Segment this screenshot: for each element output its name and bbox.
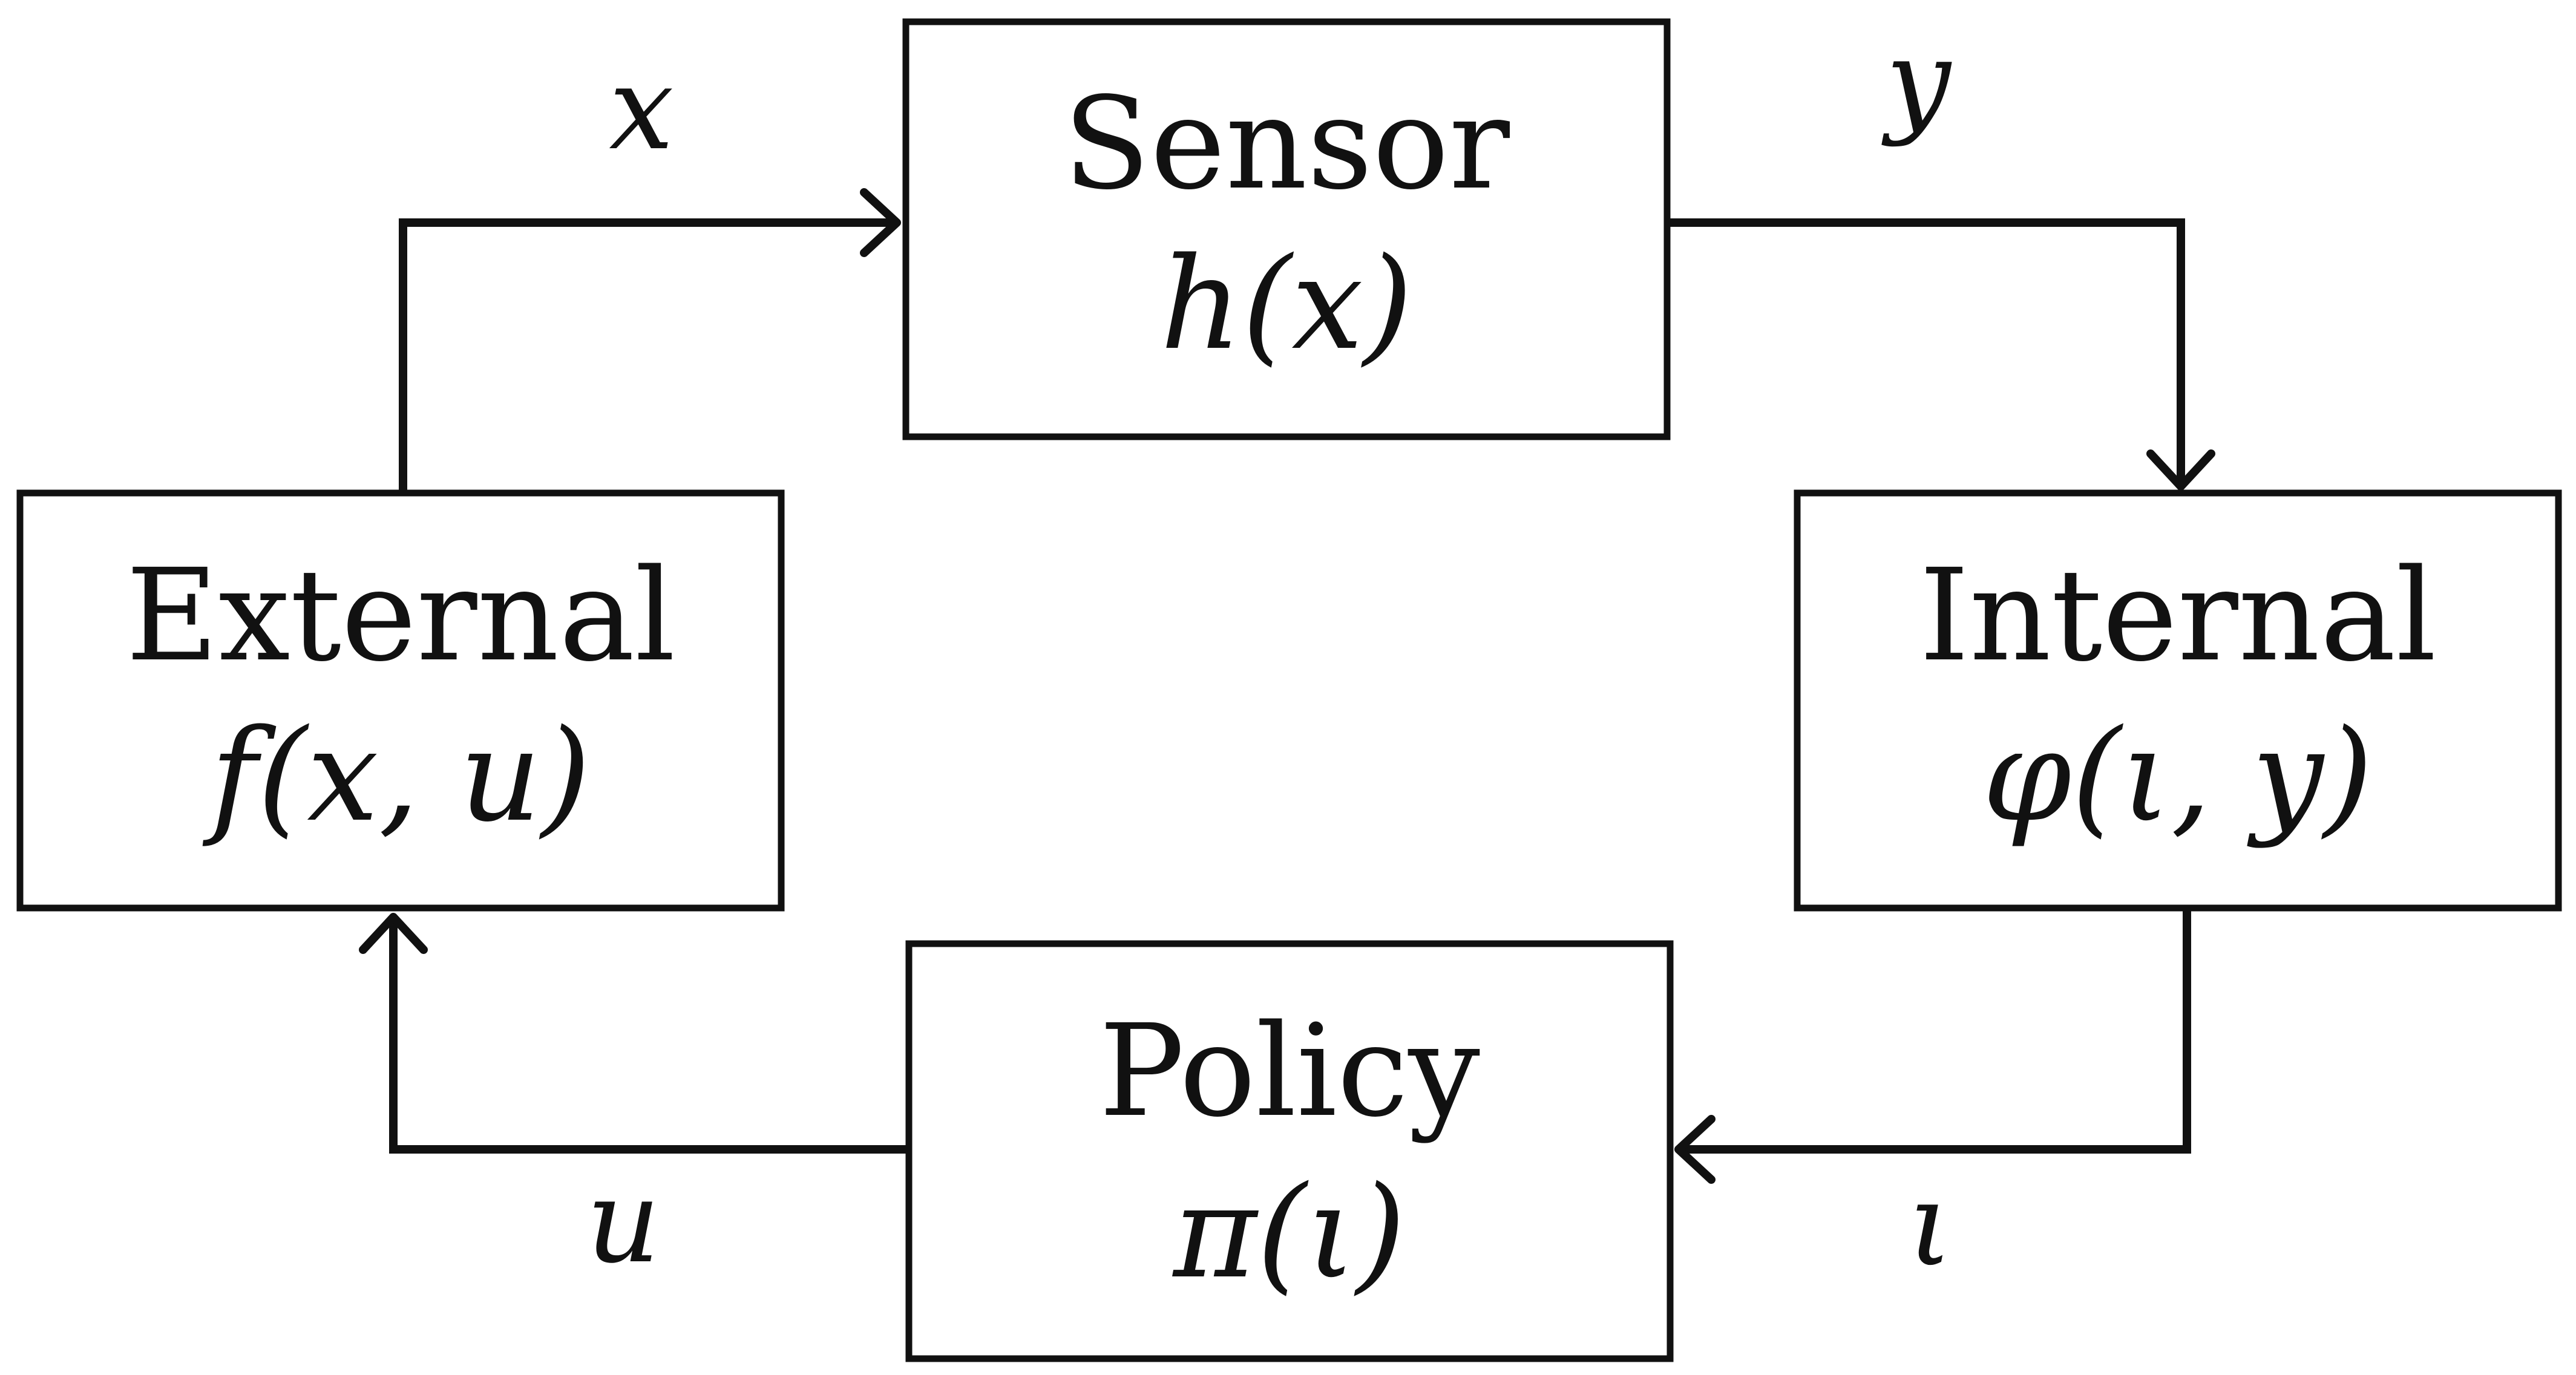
wire-u [389,919,909,1154]
policy-title: Policy [1099,997,1480,1145]
internal-block: Internal φ(ι, y) [1794,489,2562,912]
external-box [16,489,785,912]
signal-label-u: u [586,1155,660,1288]
wire-y [1667,218,2185,484]
sensor-box [902,18,1671,440]
arrowhead-into-external [359,913,428,954]
sensor-title: Sensor [1063,70,1510,218]
external-block: External f(x, u) [16,489,785,912]
signal-label-y: y [1881,15,1952,148]
wire-iota [1681,908,2191,1154]
policy-block: Policy π(ι) [905,940,1674,1362]
external-function: f(x, u) [203,702,591,850]
signal-label-iota: ι [1908,1158,1953,1292]
internal-function: φ(ι, y) [1982,702,2373,850]
sensor-function: h(x) [1160,230,1413,378]
arrow-policy-to-external [359,913,909,1154]
arrow-sensor-to-internal [1667,218,2215,491]
internal-title: Internal [1919,541,2437,690]
wire-x [399,218,894,493]
sensor-block: Sensor h(x) [902,18,1671,440]
signal-label-x: x [609,42,673,175]
arrow-internal-to-policy [1674,908,2191,1184]
arrow-external-to-sensor [399,188,901,493]
policy-box [905,940,1674,1362]
policy-function: π(ι) [1172,1158,1406,1307]
external-title: External [126,541,675,690]
internal-box [1794,489,2562,912]
arrowhead-into-sensor [860,188,901,257]
arrowhead-into-internal [2146,449,2215,491]
arrowhead-into-policy [1674,1115,1716,1184]
